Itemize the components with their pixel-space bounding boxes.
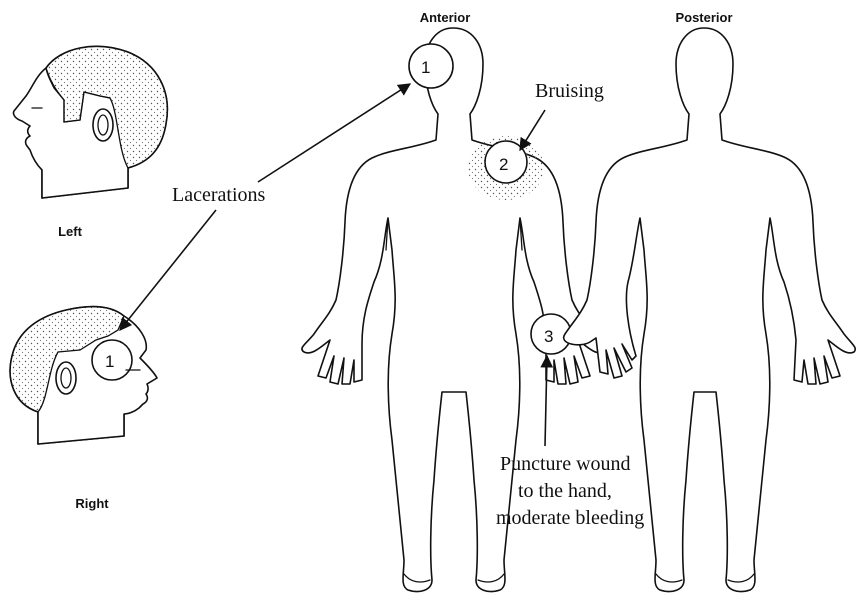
anterior-view-label: Anterior xyxy=(420,10,471,25)
left-head-ear xyxy=(93,109,113,141)
head-laceration-circle xyxy=(409,44,453,88)
anterior-marker-2: 2 xyxy=(499,155,508,174)
left-head-profile: Left xyxy=(13,46,167,239)
anterior-marker-1: 1 xyxy=(421,58,430,77)
right-view-label: Right xyxy=(75,496,109,511)
puncture-label-line2: to the hand, xyxy=(518,480,612,502)
bruising-label: Bruising xyxy=(535,80,604,102)
puncture-label-line3: moderate bleeding xyxy=(496,507,644,529)
arrow-icon xyxy=(120,210,216,330)
arrow-icon xyxy=(520,110,545,150)
anterior-marker-3: 3 xyxy=(544,327,553,346)
right-head-profile: 1 Right xyxy=(10,307,157,511)
posterior-body: Posterior xyxy=(564,10,856,592)
puncture-label-line1: Puncture wound xyxy=(500,453,631,475)
right-head-marker-1: 1 xyxy=(105,352,114,371)
lacerations-label: Lacerations xyxy=(172,184,265,206)
posterior-view-label: Posterior xyxy=(675,10,732,25)
left-view-label: Left xyxy=(58,224,83,239)
right-head-ear xyxy=(56,362,76,394)
